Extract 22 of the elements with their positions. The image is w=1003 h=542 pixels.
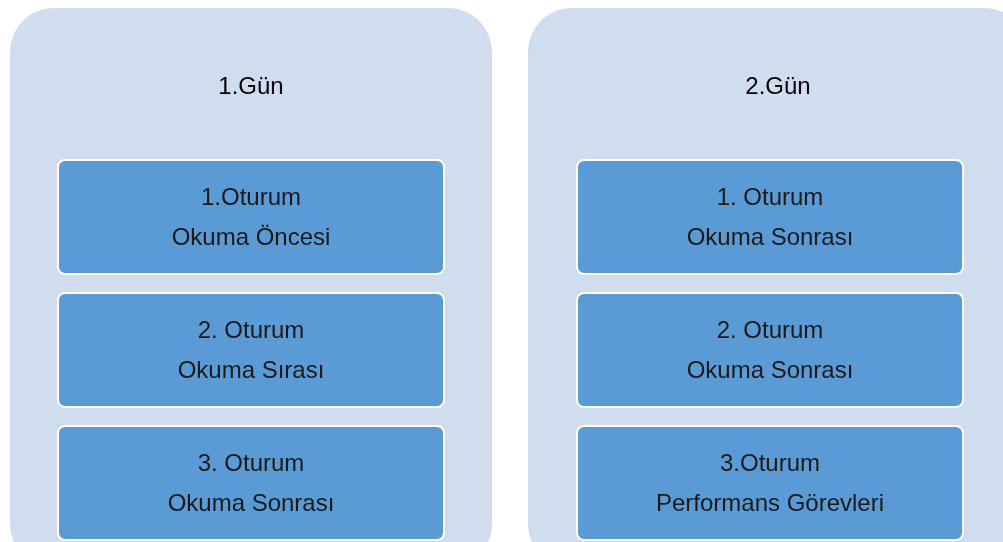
session-box [576, 425, 964, 541]
session-title: 2. Oturum [197, 315, 305, 345]
session-phase: Okuma Sonrası [686, 222, 854, 252]
session-box [57, 292, 445, 408]
session-box [576, 292, 964, 408]
session-title: 3.Oturum [720, 448, 820, 478]
session-phase: Okuma Sonrası [686, 355, 854, 385]
day-title: 2.Gün [745, 72, 811, 99]
session-title: 1. Oturum [716, 182, 824, 212]
session-phase: Performans Görevleri [655, 488, 885, 518]
session-title: 2. Oturum [716, 315, 824, 345]
session-phase: Okuma Sırası [177, 355, 325, 385]
session-box [57, 425, 445, 541]
session-phase: Okuma Öncesi [171, 222, 331, 252]
session-title: 1.Oturum [201, 182, 301, 212]
session-phase: Okuma Sonrası [167, 488, 335, 518]
session-title: 3. Oturum [197, 448, 305, 478]
day-panel [528, 8, 1003, 542]
day-panel [10, 8, 492, 542]
session-box [576, 159, 964, 275]
day-title: 1.Gün [218, 72, 284, 99]
session-box [57, 159, 445, 275]
